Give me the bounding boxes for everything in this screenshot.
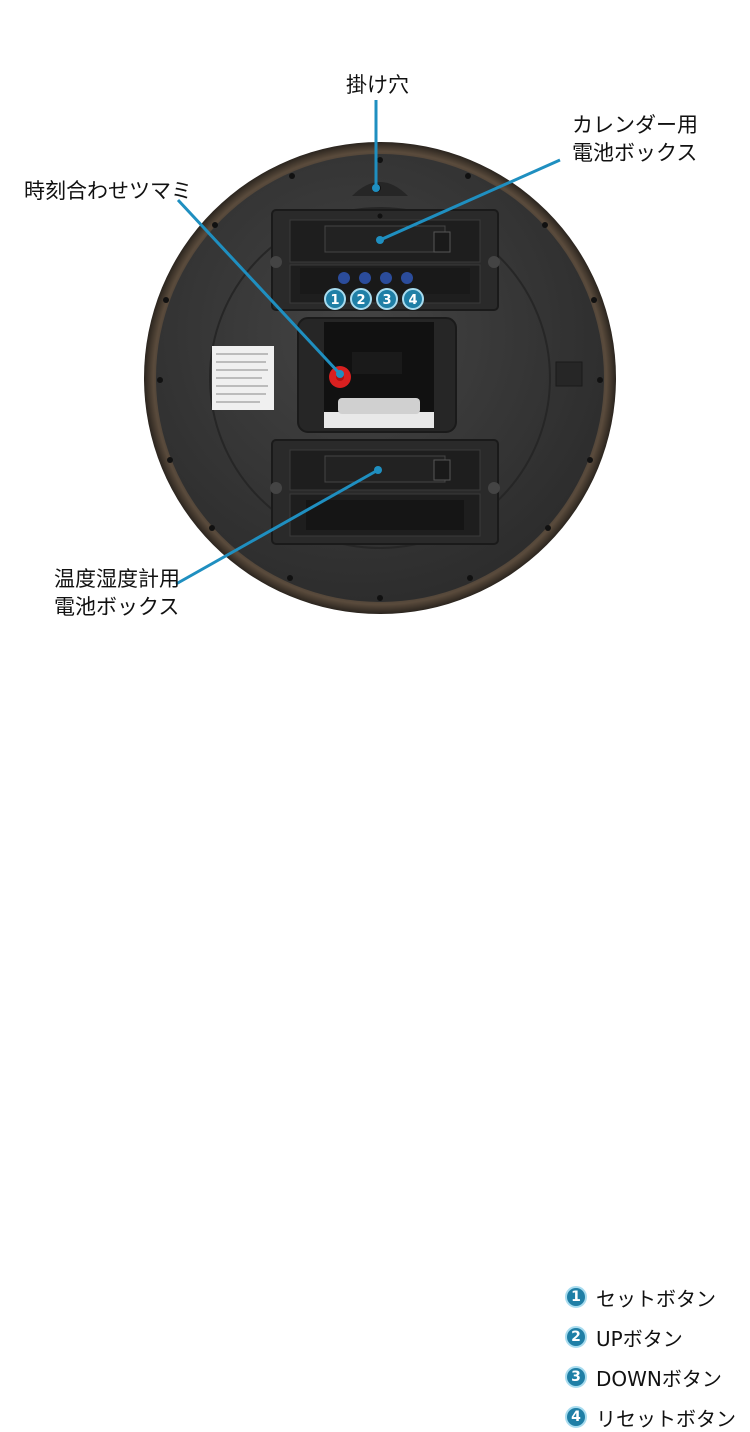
clock-back-illustration: 1 2 3 4 xyxy=(144,100,616,614)
panel-num-1: 1 xyxy=(330,293,339,308)
legend-number: 3 xyxy=(565,1366,587,1388)
legend-number: 1 xyxy=(565,1286,587,1308)
legend-item: 2 UPボタン xyxy=(565,1323,683,1351)
panel-num-4: 4 xyxy=(408,293,417,308)
calendar-battery-label-line2: 電池ボックス xyxy=(572,141,698,165)
panel-num-3: 3 xyxy=(382,293,391,308)
legend-text: UPボタン xyxy=(596,1326,683,1351)
product-photo: 1 2 3 4 掛け穴 カレンダー用 電池ボックス 時刻合わせツマミ 温度湿度計… xyxy=(24,73,736,1431)
callout-lines xyxy=(175,100,561,586)
legend-text: セットボタン xyxy=(596,1286,716,1311)
panel-number-badges: 1 2 3 4 xyxy=(324,288,424,310)
panel-buttons xyxy=(338,272,413,284)
legend-number: 2 xyxy=(565,1326,587,1348)
legend-text: リセットボタン xyxy=(596,1406,736,1431)
time-knob-label: 時刻合わせツマミ xyxy=(24,179,192,203)
panel-num-2: 2 xyxy=(356,293,365,308)
hanging-hole-label: 掛け穴 xyxy=(346,73,409,97)
thermo-battery-label-line2: 電池ボックス xyxy=(54,595,180,619)
legend-item: 3 DOWNボタン xyxy=(565,1363,722,1391)
legend-number: 4 xyxy=(565,1406,587,1428)
legend-text: DOWNボタン xyxy=(596,1366,722,1391)
rim-screws xyxy=(157,157,603,601)
calendar-battery-label-line1: カレンダー用 xyxy=(572,113,698,137)
legend-item: 1 セットボタン xyxy=(565,1283,716,1311)
thermo-battery-label-line1: 温度湿度計用 xyxy=(54,567,180,591)
legend-item: 4 リセットボタン xyxy=(565,1403,736,1431)
